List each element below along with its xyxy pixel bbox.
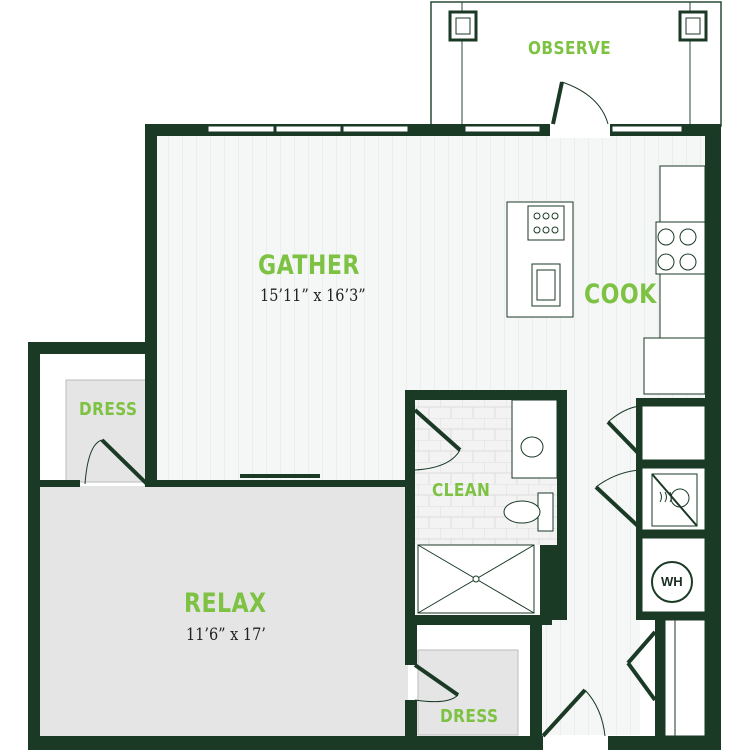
balcony-door: [551, 81, 609, 125]
burner-icon: [679, 228, 697, 246]
toilet-icon: [503, 500, 541, 524]
dress-top-closet: [65, 379, 153, 483]
observe-balcony: [430, 1, 722, 127]
gather-label: GATHER: [258, 250, 360, 281]
water-heater-icon: [651, 561, 693, 603]
bathroom-fixtures: [417, 399, 558, 614]
dress-bottom-label: DRESS: [440, 706, 499, 727]
kitchen-counters: [643, 165, 706, 395]
burner-icon: [657, 228, 675, 246]
cook-label: COOK: [584, 279, 657, 310]
doors: [84, 405, 657, 738]
burner-icon: [657, 253, 675, 271]
burner-icon: [679, 253, 697, 271]
water-heater-label: WH: [661, 574, 683, 589]
balcony-door-gap: [550, 122, 610, 138]
relax-floor: [40, 486, 408, 736]
dishwasher-icon: [527, 205, 565, 241]
windows: [207, 124, 683, 136]
sink-icon: [520, 436, 544, 458]
gather-dimensions: 15’11” x 16’3”: [260, 286, 366, 306]
utility-closets: [641, 405, 706, 737]
observe-label: OBSERVE: [528, 38, 612, 59]
relax-label: RELAX: [184, 588, 267, 619]
dress-bottom-closet: [417, 649, 519, 736]
clean-label: CLEAN: [432, 480, 491, 501]
kitchen-island: [506, 201, 574, 318]
dress-top-label: DRESS: [79, 399, 138, 420]
drain-icon: [472, 575, 480, 583]
relax-dimensions: 11’6” x 17’: [186, 625, 266, 645]
